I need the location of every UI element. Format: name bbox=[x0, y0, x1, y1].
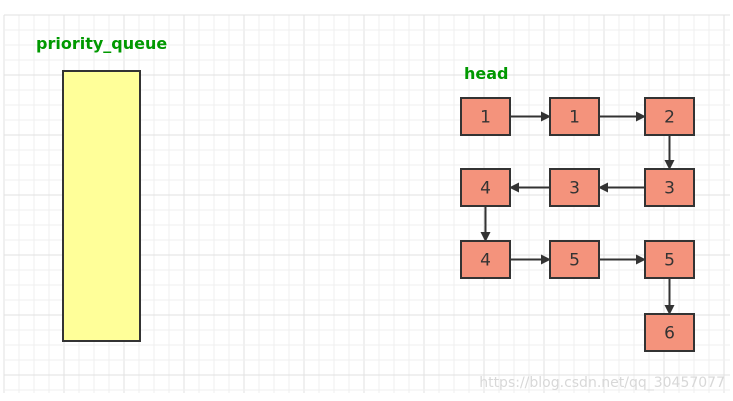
priority-queue-box bbox=[62, 70, 141, 342]
node-value: 2 bbox=[664, 108, 675, 128]
nodes: 1 1 2 3 3 4 4 5 5 6 bbox=[460, 97, 695, 352]
list-node bbox=[644, 240, 695, 279]
edges bbox=[480, 111, 675, 315]
node-value: 3 bbox=[569, 179, 580, 199]
node-value: 3 bbox=[664, 179, 675, 199]
node-value: 1 bbox=[569, 108, 580, 128]
list-node bbox=[644, 168, 695, 207]
list-node bbox=[549, 97, 600, 136]
watermark: https://blog.csdn.net/qq_30457077 bbox=[479, 375, 725, 391]
node-value: 6 bbox=[664, 324, 675, 344]
list-node bbox=[549, 168, 600, 207]
node-value: 5 bbox=[569, 251, 580, 271]
list-node bbox=[644, 313, 695, 352]
node-value: 1 bbox=[480, 108, 491, 128]
priority-queue-label: priority_queue bbox=[36, 34, 167, 53]
node-value: 5 bbox=[664, 251, 675, 271]
list-node bbox=[460, 240, 511, 279]
node-value: 4 bbox=[480, 251, 491, 271]
list-node bbox=[644, 97, 695, 136]
node-value: 4 bbox=[480, 179, 491, 199]
head-label: head bbox=[464, 64, 509, 83]
list-node bbox=[549, 240, 600, 279]
list-node bbox=[460, 97, 511, 136]
list-node bbox=[460, 168, 511, 207]
